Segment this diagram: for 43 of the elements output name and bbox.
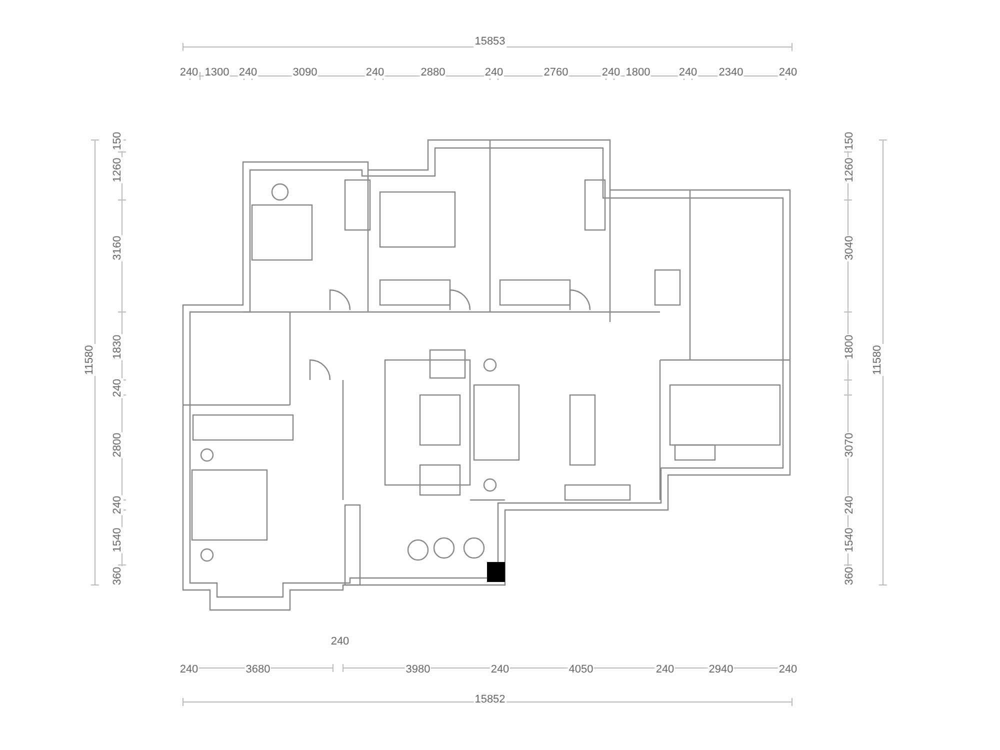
dimension-label: 11580	[84, 344, 96, 376]
dimension-label: 2940	[708, 664, 734, 676]
dimension-label: 240	[778, 664, 798, 676]
dimension-label: 150	[844, 130, 856, 152]
dimension-label: 15853	[474, 36, 506, 48]
dimension-label: 1540	[844, 526, 856, 554]
dimension-label: 1260	[844, 156, 856, 184]
dimension-label: 240	[654, 664, 676, 676]
dimension-label: 1800	[624, 68, 652, 78]
dimension-label: 240	[600, 68, 622, 78]
dimension-label: 240	[844, 494, 856, 516]
dimension-label: 240	[112, 494, 124, 516]
dimension-label: 4050	[568, 664, 594, 676]
dimension-label: 3090	[292, 68, 318, 78]
dimension-label: 1260	[112, 156, 124, 184]
dimension-label: 240	[678, 68, 698, 78]
dimension-label: 240	[112, 378, 124, 398]
dimension-label: 1830	[112, 334, 124, 360]
dimension-label: 240	[484, 68, 504, 78]
dimension-label: 240	[238, 68, 258, 78]
dimension-label: 240	[364, 68, 386, 78]
dimension-label: 240	[178, 68, 200, 78]
dimension-label: 240	[778, 68, 798, 78]
dimension-label: 240	[178, 664, 200, 676]
dimension-label: 2760	[542, 68, 570, 78]
dimension-label: 360	[112, 566, 124, 586]
dimension-label: 1540	[112, 526, 124, 554]
dimension-label: 15852	[474, 694, 506, 706]
dimension-label: 240	[490, 664, 510, 676]
dimension-label: 3070	[844, 432, 856, 458]
dimension-label: 2340	[718, 68, 744, 78]
dimension-label: 3980	[404, 664, 432, 676]
dimension-label: 11580	[872, 344, 884, 376]
dimension-label: 1800	[844, 334, 856, 360]
dimension-label: 3040	[844, 234, 856, 262]
dimension-label: 1300	[204, 68, 230, 78]
dimension-label: 150	[112, 130, 124, 152]
dimension-label: 2880	[420, 68, 446, 78]
dimension-label: 3160	[112, 234, 124, 262]
dimension-label: 2800	[112, 432, 124, 458]
dimension-label: 3680	[244, 664, 272, 676]
dimension-label: 360	[844, 566, 856, 586]
dimension-label: 240	[330, 636, 350, 648]
